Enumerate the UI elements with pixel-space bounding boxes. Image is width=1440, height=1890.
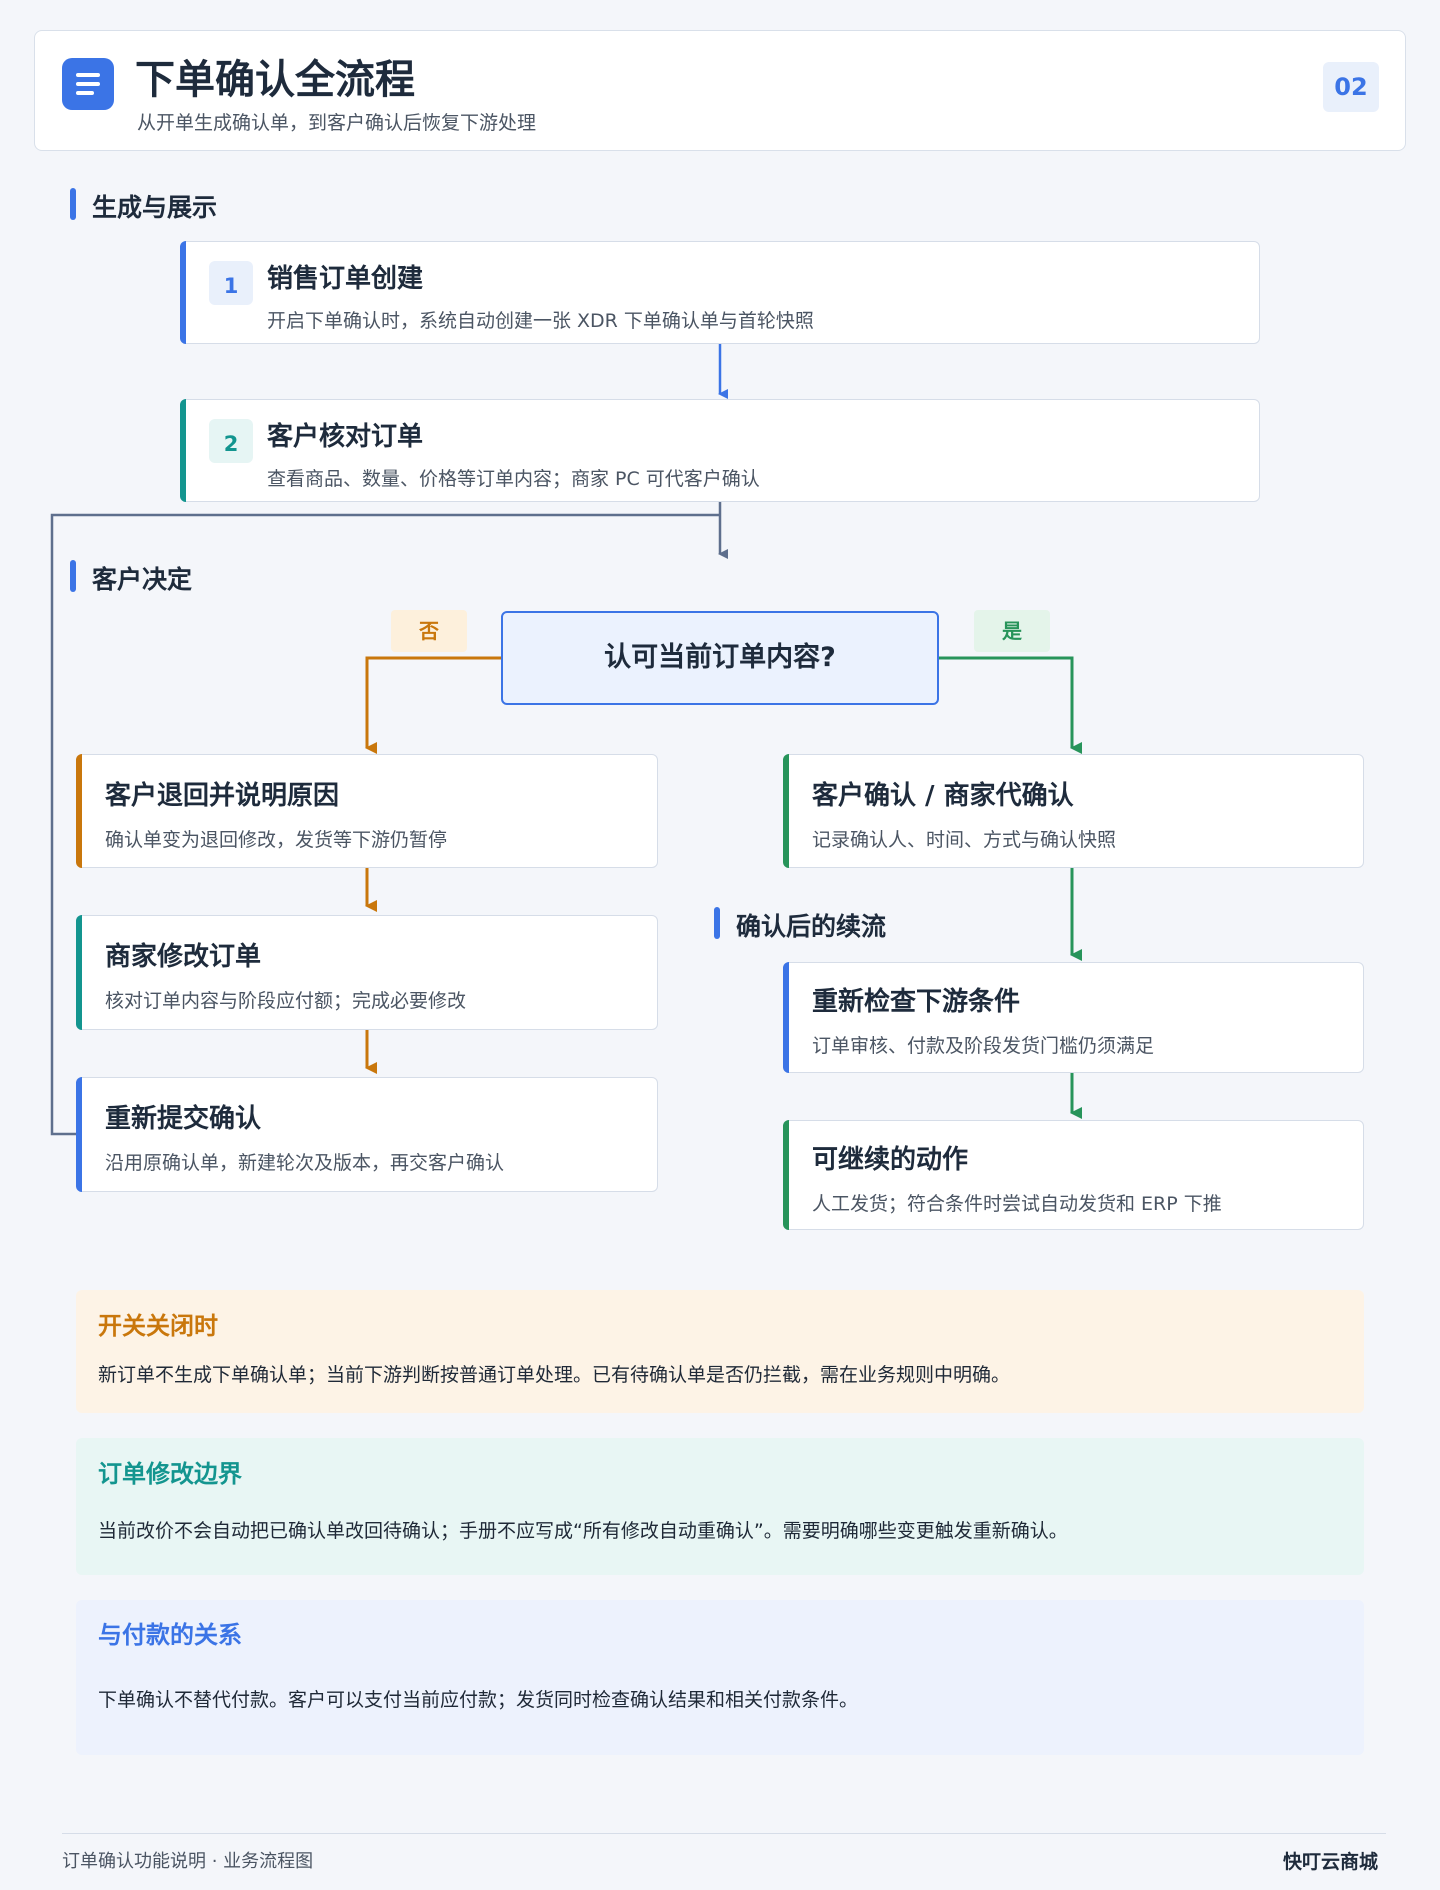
note-description: 下单确认不替代付款。客户可以支付当前应付款；发货同时检查确认结果和相关付款条件。 xyxy=(98,1689,859,1711)
footer-divider xyxy=(62,1833,1386,1834)
section-heading-generate: 生成与展示 xyxy=(70,188,217,224)
step-title: 销售订单创建 xyxy=(267,264,424,294)
step-description: 开启下单确认时，系统自动创建一张 XDR 下单确认单与首轮快照 xyxy=(267,310,814,332)
card-description: 人工发货；符合条件时尝试自动发货和 ERP 下推 xyxy=(812,1193,1222,1215)
footer-caption: 订单确认功能说明 · 业务流程图 xyxy=(62,1851,314,1872)
page-subtitle: 从开单生成确认单，到客户确认后恢复下游处理 xyxy=(137,112,537,134)
card-accent-bar xyxy=(783,1120,789,1230)
page-number-badge: 02 xyxy=(1323,62,1379,112)
note-description: 当前改价不会自动把已确认单改回待确认；手册不应写成“所有修改自动重确认”。需要明… xyxy=(98,1520,1068,1542)
confirm-card-continue: 可继续的动作 人工发货；符合条件时尝试自动发货和 ERP 下推 xyxy=(783,1120,1364,1230)
note-edit-boundary: 订单修改边界 当前改价不会自动把已确认单改回待确认；手册不应写成“所有修改自动重… xyxy=(76,1438,1364,1575)
card-title: 重新提交确认 xyxy=(105,1104,262,1134)
header-card xyxy=(34,30,1406,151)
page-title: 下单确认全流程 xyxy=(135,57,415,103)
step-accent-bar xyxy=(180,399,186,502)
document-icon xyxy=(62,58,114,110)
card-title: 商家修改订单 xyxy=(105,942,262,972)
confirm-card-recheck: 重新检查下游条件 订单审核、付款及阶段发货门槛仍须满足 xyxy=(783,962,1364,1073)
loop-back-line xyxy=(50,513,720,1136)
step-description: 查看商品、数量、价格等订单内容；商家 PC 可代客户确认 xyxy=(267,468,760,490)
step-card-1: 1 销售订单创建 开启下单确认时，系统自动创建一张 XDR 下单确认单与首轮快照 xyxy=(180,241,1260,344)
card-accent-bar xyxy=(76,915,82,1030)
step-accent-bar xyxy=(180,241,186,344)
step-title: 客户核对订单 xyxy=(267,422,424,452)
reject-card-return: 客户退回并说明原因 确认单变为退回修改，发货等下游仍暂停 xyxy=(76,754,658,868)
decision-box: 认可当前订单内容? xyxy=(501,611,939,705)
note-payment-relation: 与付款的关系 下单确认不替代付款。客户可以支付当前应付款；发货同时检查确认结果和… xyxy=(76,1600,1364,1755)
card-title: 重新检查下游条件 xyxy=(812,987,1021,1017)
card-title: 客户确认 / 商家代确认 xyxy=(812,781,1074,811)
section-heading-after-confirm: 确认后的续流 xyxy=(714,907,886,943)
step-number-badge: 1 xyxy=(209,261,253,305)
card-title: 客户退回并说明原因 xyxy=(105,781,340,811)
note-title: 订单修改边界 xyxy=(98,1460,242,1488)
step-card-2: 2 客户核对订单 查看商品、数量、价格等订单内容；商家 PC 可代客户确认 xyxy=(180,399,1260,502)
yes-branch-tag: 是 xyxy=(974,610,1050,652)
card-description: 核对订单内容与阶段应付额；完成必要修改 xyxy=(105,990,467,1012)
card-accent-bar xyxy=(783,962,789,1073)
reject-card-resubmit: 重新提交确认 沿用原确认单，新建轮次及版本，再交客户确认 xyxy=(76,1077,658,1192)
footer-brand: 快叮云商城 xyxy=(1283,1851,1379,1873)
card-accent-bar xyxy=(76,754,82,868)
section-heading-decide: 客户决定 xyxy=(70,560,192,596)
arrow-yes-branch xyxy=(939,656,1082,754)
step-number-badge: 2 xyxy=(209,419,253,463)
arrow-no-branch xyxy=(365,656,501,754)
reject-card-modify: 商家修改订单 核对订单内容与阶段应付额；完成必要修改 xyxy=(76,915,658,1030)
card-description: 沿用原确认单，新建轮次及版本，再交客户确认 xyxy=(105,1152,505,1174)
note-switch-off: 开关关闭时 新订单不生成下单确认单；当前下游判断按普通订单处理。已有待确认单是否… xyxy=(76,1290,1364,1413)
card-description: 订单审核、付款及阶段发货门槛仍须满足 xyxy=(812,1035,1155,1057)
card-title: 可继续的动作 xyxy=(812,1145,969,1175)
no-branch-tag: 否 xyxy=(391,610,467,652)
note-title: 开关关闭时 xyxy=(98,1312,218,1340)
card-description: 记录确认人、时间、方式与确认快照 xyxy=(812,829,1117,851)
confirm-card-confirm: 客户确认 / 商家代确认 记录确认人、时间、方式与确认快照 xyxy=(783,754,1364,868)
note-title: 与付款的关系 xyxy=(98,1621,242,1649)
card-description: 确认单变为退回修改，发货等下游仍暂停 xyxy=(105,829,448,851)
card-accent-bar xyxy=(783,754,789,868)
note-description: 新订单不生成下单确认单；当前下游判断按普通订单处理。已有待确认单是否仍拦截，需在… xyxy=(98,1364,1011,1386)
card-accent-bar xyxy=(76,1077,82,1192)
